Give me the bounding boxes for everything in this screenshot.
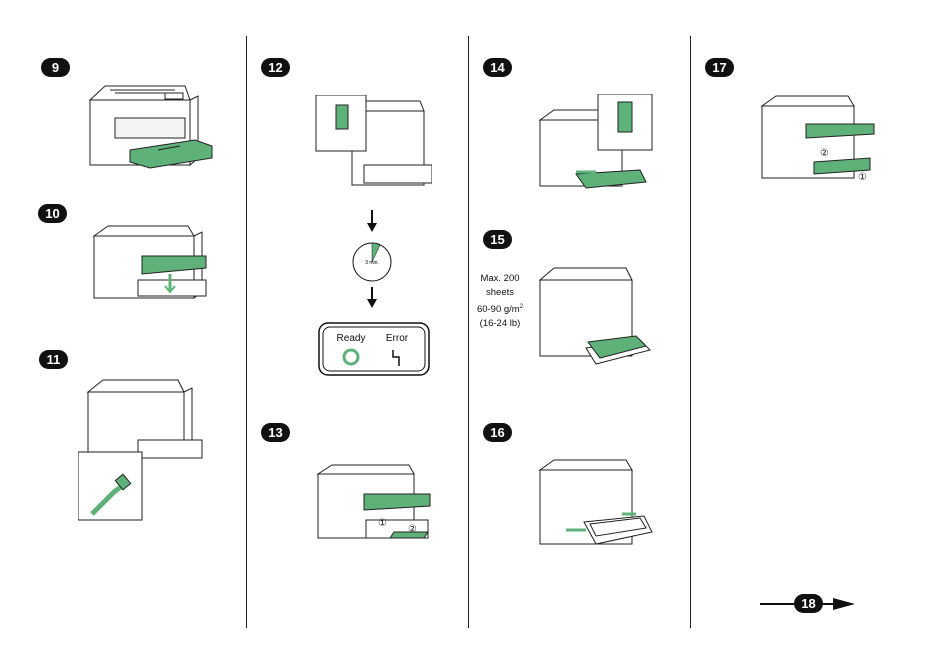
media-note-line1: Max. 200 — [480, 273, 520, 284]
error-led-icon — [392, 350, 400, 366]
step-16-badge: 16 — [483, 423, 512, 442]
next-step-arrow: 18 — [760, 593, 860, 615]
step-12-badge: 12 — [261, 58, 290, 77]
timer-label: 3 min. — [365, 260, 379, 266]
timer-icon — [352, 242, 392, 282]
media-note-line3-sup: 2 — [519, 304, 524, 310]
step-13-badge: 13 — [261, 423, 290, 442]
step-18-badge: 18 — [794, 594, 823, 613]
media-note-line2: sheets — [486, 287, 514, 298]
step-12-flow: 3 min. — [352, 210, 392, 308]
step-11-illustration — [78, 379, 203, 521]
step-14-badge: 14 — [483, 58, 512, 77]
power-switch-icon — [335, 104, 349, 130]
column-divider-1 — [246, 36, 247, 628]
column-divider-3 — [690, 36, 691, 628]
ready-led-icon — [342, 348, 360, 366]
marker-two: ② — [408, 524, 417, 535]
marker-one: ① — [378, 518, 387, 529]
step-12-illustration — [315, 95, 432, 186]
media-note-line4: (16-24 lb) — [479, 318, 521, 330]
step-13-illustration: ① ② — [316, 464, 431, 539]
marker-two-17: ② — [820, 148, 829, 159]
step-17-badge: 17 — [705, 58, 734, 77]
step-15-badge: 15 — [483, 230, 512, 249]
paper-cover — [141, 255, 207, 275]
usb-cable-icon — [90, 484, 124, 516]
error-label: Error — [386, 333, 409, 344]
media-note-line3: 60-90 g/m — [476, 304, 520, 316]
step-9-badge: 9 — [41, 58, 70, 77]
step-17-illustration: ② ① — [760, 95, 875, 182]
step-10-illustration — [92, 225, 207, 299]
paper-tray — [129, 139, 213, 169]
column-divider-2 — [468, 36, 469, 628]
step-14-illustration — [538, 94, 653, 189]
step-9-illustration — [88, 85, 213, 169]
ready-label: Ready — [337, 333, 366, 344]
step-16-illustration — [538, 459, 653, 545]
media-capacity-note: Max. 200 sheets 60-90 g/m2 (16-24 lb) — [470, 272, 530, 331]
arrow-right-icon — [833, 598, 855, 610]
step-15-illustration — [538, 267, 651, 365]
status-panel: Ready Error — [318, 322, 430, 376]
step-10-badge: 10 — [38, 204, 67, 223]
step-11-badge: 11 — [39, 350, 68, 369]
marker-one-17: ① — [858, 172, 867, 182]
